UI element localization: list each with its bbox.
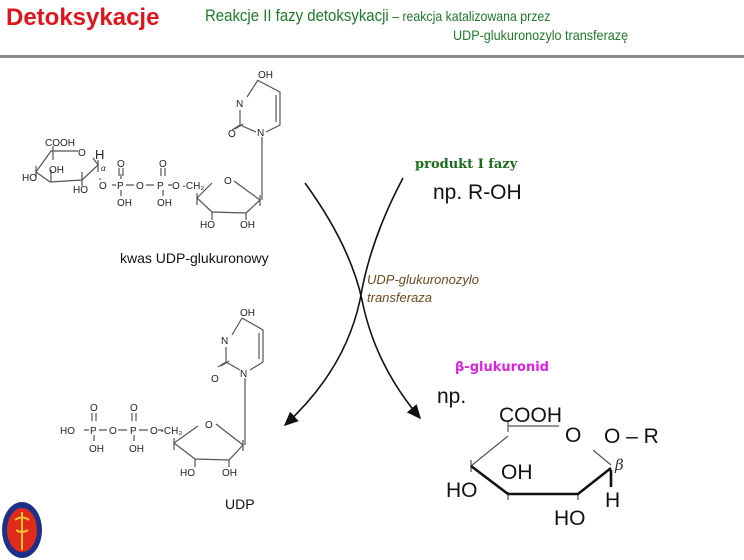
atom-label: O — [99, 181, 107, 192]
atom-label: O — [205, 420, 213, 431]
atom-label: P — [130, 426, 137, 437]
subtitle-line2: UDP-glukuronozylo transferazę — [453, 27, 629, 43]
atom-label: N — [221, 336, 228, 347]
reaction-arrow-udp — [283, 177, 404, 427]
enzyme-name-line1: UDP-glukuronozylo — [367, 272, 479, 287]
atom-label: O — [211, 374, 219, 385]
atom-label: HO — [22, 173, 37, 184]
atom-label: OH — [240, 220, 255, 231]
atom-label: OH — [258, 70, 273, 81]
atom-label: HO — [446, 479, 478, 502]
atom-label: O — [159, 159, 167, 170]
atom-label: HO — [180, 468, 195, 479]
udp-glucuronic-acid-structure: OH N N O O O -CH₂ HO OH COOH O H α OH HO… — [22, 70, 281, 231]
reaction-arrow-product — [304, 182, 422, 420]
atom-label: O — [136, 181, 144, 192]
atom-label: OH — [129, 444, 144, 455]
atom-label: β — [614, 456, 624, 474]
beta-glucuronide-structure: COOH O O – R β HO OH HO H — [446, 404, 659, 530]
atom-label: N — [236, 99, 243, 110]
atom-label: N — [240, 369, 247, 380]
substrate-name: kwas UDP-glukuronowy — [120, 250, 269, 266]
atom-label: O — [109, 426, 117, 437]
atom-label: P — [90, 426, 97, 437]
atom-label: OH — [157, 198, 172, 209]
atom-label: N — [257, 128, 264, 139]
slide-subtitle: Reakcje II fazy detoksykacji – reakcja k… — [205, 6, 550, 26]
atom-label: O — [228, 129, 236, 140]
atom-label: O -CH₂ — [150, 426, 182, 437]
slide-title: Detoksykacje — [6, 4, 160, 31]
atom-label: OH — [117, 198, 132, 209]
product-np: np. — [437, 385, 466, 408]
product-label: β-glukuronid — [455, 360, 549, 375]
atom-label: H — [95, 147, 104, 162]
university-logo — [2, 502, 42, 558]
atom-label: O — [130, 403, 138, 414]
atom-label: OH — [501, 461, 533, 484]
subtitle-main: Reakcje II fazy detoksykacji — [205, 6, 389, 25]
atom-label: O – R — [604, 425, 659, 448]
phase1-label: produkt I fazy — [415, 157, 518, 172]
atom-label: O — [117, 159, 125, 170]
atom-label: OH — [49, 165, 64, 176]
atom-label: HO — [200, 220, 215, 231]
atom-label: α — [101, 164, 106, 173]
phase1-example: np. R-OH — [433, 181, 522, 204]
atom-label: HO — [554, 507, 586, 530]
header-divider — [0, 55, 744, 58]
atom-label: H — [605, 489, 620, 512]
atom-label: COOH — [499, 404, 562, 427]
atom-label: COOH — [45, 138, 75, 149]
udp-structure: OH N N O O HO P O P O -CH₂ O O OH OH HO … — [60, 308, 264, 479]
atom-label: HO — [73, 185, 88, 196]
atom-label: P — [157, 181, 164, 192]
atom-label: O — [565, 424, 581, 447]
atom-label: OH — [240, 308, 255, 319]
atom-label: O — [90, 403, 98, 414]
enzyme-name-line2: transferaza — [367, 290, 432, 305]
atom-label: O -CH₂ — [172, 181, 204, 192]
subtitle-rest: – reakcja katalizowana przez — [388, 8, 551, 24]
atom-label: OH — [222, 468, 237, 479]
atom-label: P — [117, 181, 124, 192]
atom-label: O — [224, 176, 232, 187]
atom-label: O — [78, 148, 86, 159]
udp-name: UDP — [225, 496, 255, 512]
atom-label: OH — [89, 444, 104, 455]
atom-label: HO — [60, 426, 75, 437]
